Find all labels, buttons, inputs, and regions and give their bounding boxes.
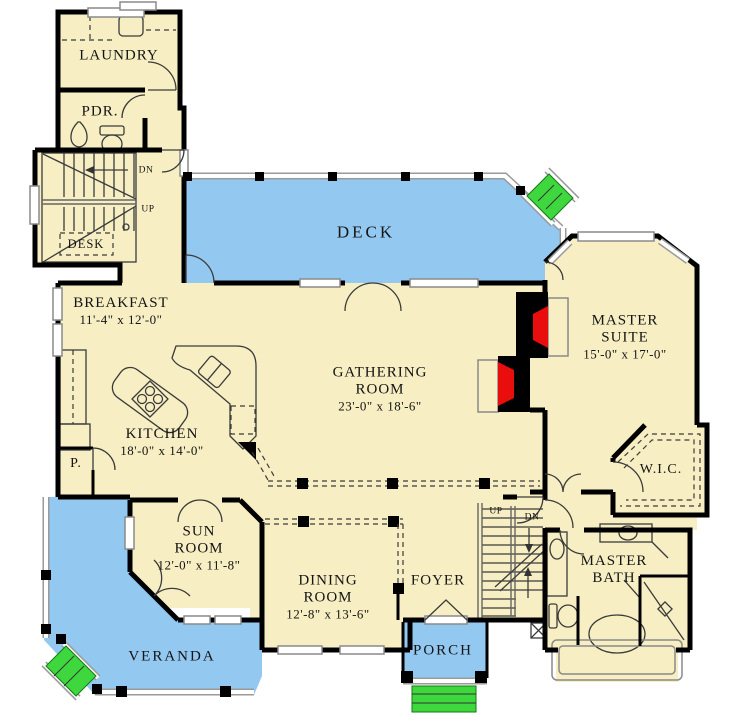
porch-area — [403, 620, 487, 683]
exterior-stairs — [41, 167, 580, 713]
pantry-label: P. — [70, 456, 82, 472]
room-label-master-suite: MASTER SUITE 15'-0" x 17'-0" — [583, 312, 667, 362]
wic-label: W.I.C. — [639, 462, 683, 478]
desk-label: DESK — [67, 237, 105, 251]
main-stairs-dn-label: DN — [524, 512, 540, 523]
room-label-powder: PDR. — [81, 103, 119, 120]
deck-steps — [526, 173, 574, 221]
hall-staircase — [41, 152, 137, 263]
room-label-deck: DECK — [336, 222, 396, 242]
floor-fills — [35, 12, 707, 682]
main-stairs-up-label: UP — [489, 506, 503, 517]
hall-stairs-dn-label: DN — [138, 165, 154, 176]
dining-dims: 12'-8" x 13'-6" — [286, 606, 370, 622]
deck-area — [184, 176, 563, 283]
door-swings — [92, 61, 644, 621]
room-label-laundry: LAUNDRY — [79, 47, 159, 64]
porch-steps — [411, 685, 477, 713]
main-staircase — [477, 503, 548, 618]
breakfast-dims: 11'-4" x 12'-0" — [79, 311, 163, 327]
room-label-foyer: FOYER — [410, 572, 466, 589]
room-label-master-bath: MASTER BATH — [580, 553, 648, 586]
room-label-sun-room: SUN ROOM 12'-0" x 11'-8" — [157, 523, 241, 573]
veranda-steps — [45, 645, 97, 697]
room-label-veranda: VERANDA — [128, 648, 216, 665]
windows — [29, 1, 691, 655]
kitchen-dims: 18'-0" x 14'-0" — [120, 442, 204, 458]
beams-and-columns — [265, 433, 701, 594]
room-label-dining: DINING ROOM 12'-8" x 13'-6" — [286, 572, 370, 622]
gathering-firebox — [498, 362, 514, 406]
master-suite-dims: 15'-0" x 17'-0" — [583, 346, 667, 362]
fireplaces — [477, 292, 569, 413]
gathering-dims: 23'-0" x 18'-6" — [338, 398, 422, 414]
room-label-gathering: GATHERING ROOM 23'-0" x 18'-6" — [321, 364, 439, 413]
room-label-kitchen: KITCHEN 18'-0" x 14'-0" — [120, 425, 204, 458]
room-label-breakfast: BREAKFAST 11'-4" x 12'-0" — [73, 294, 169, 327]
master-firebox — [533, 306, 548, 348]
sun-room-dims: 12'-0" x 11'-8" — [157, 557, 241, 573]
rail-posts — [41, 172, 525, 697]
hall-stairs-up-label: UP — [141, 204, 155, 215]
room-label-porch: PORCH — [412, 642, 474, 659]
